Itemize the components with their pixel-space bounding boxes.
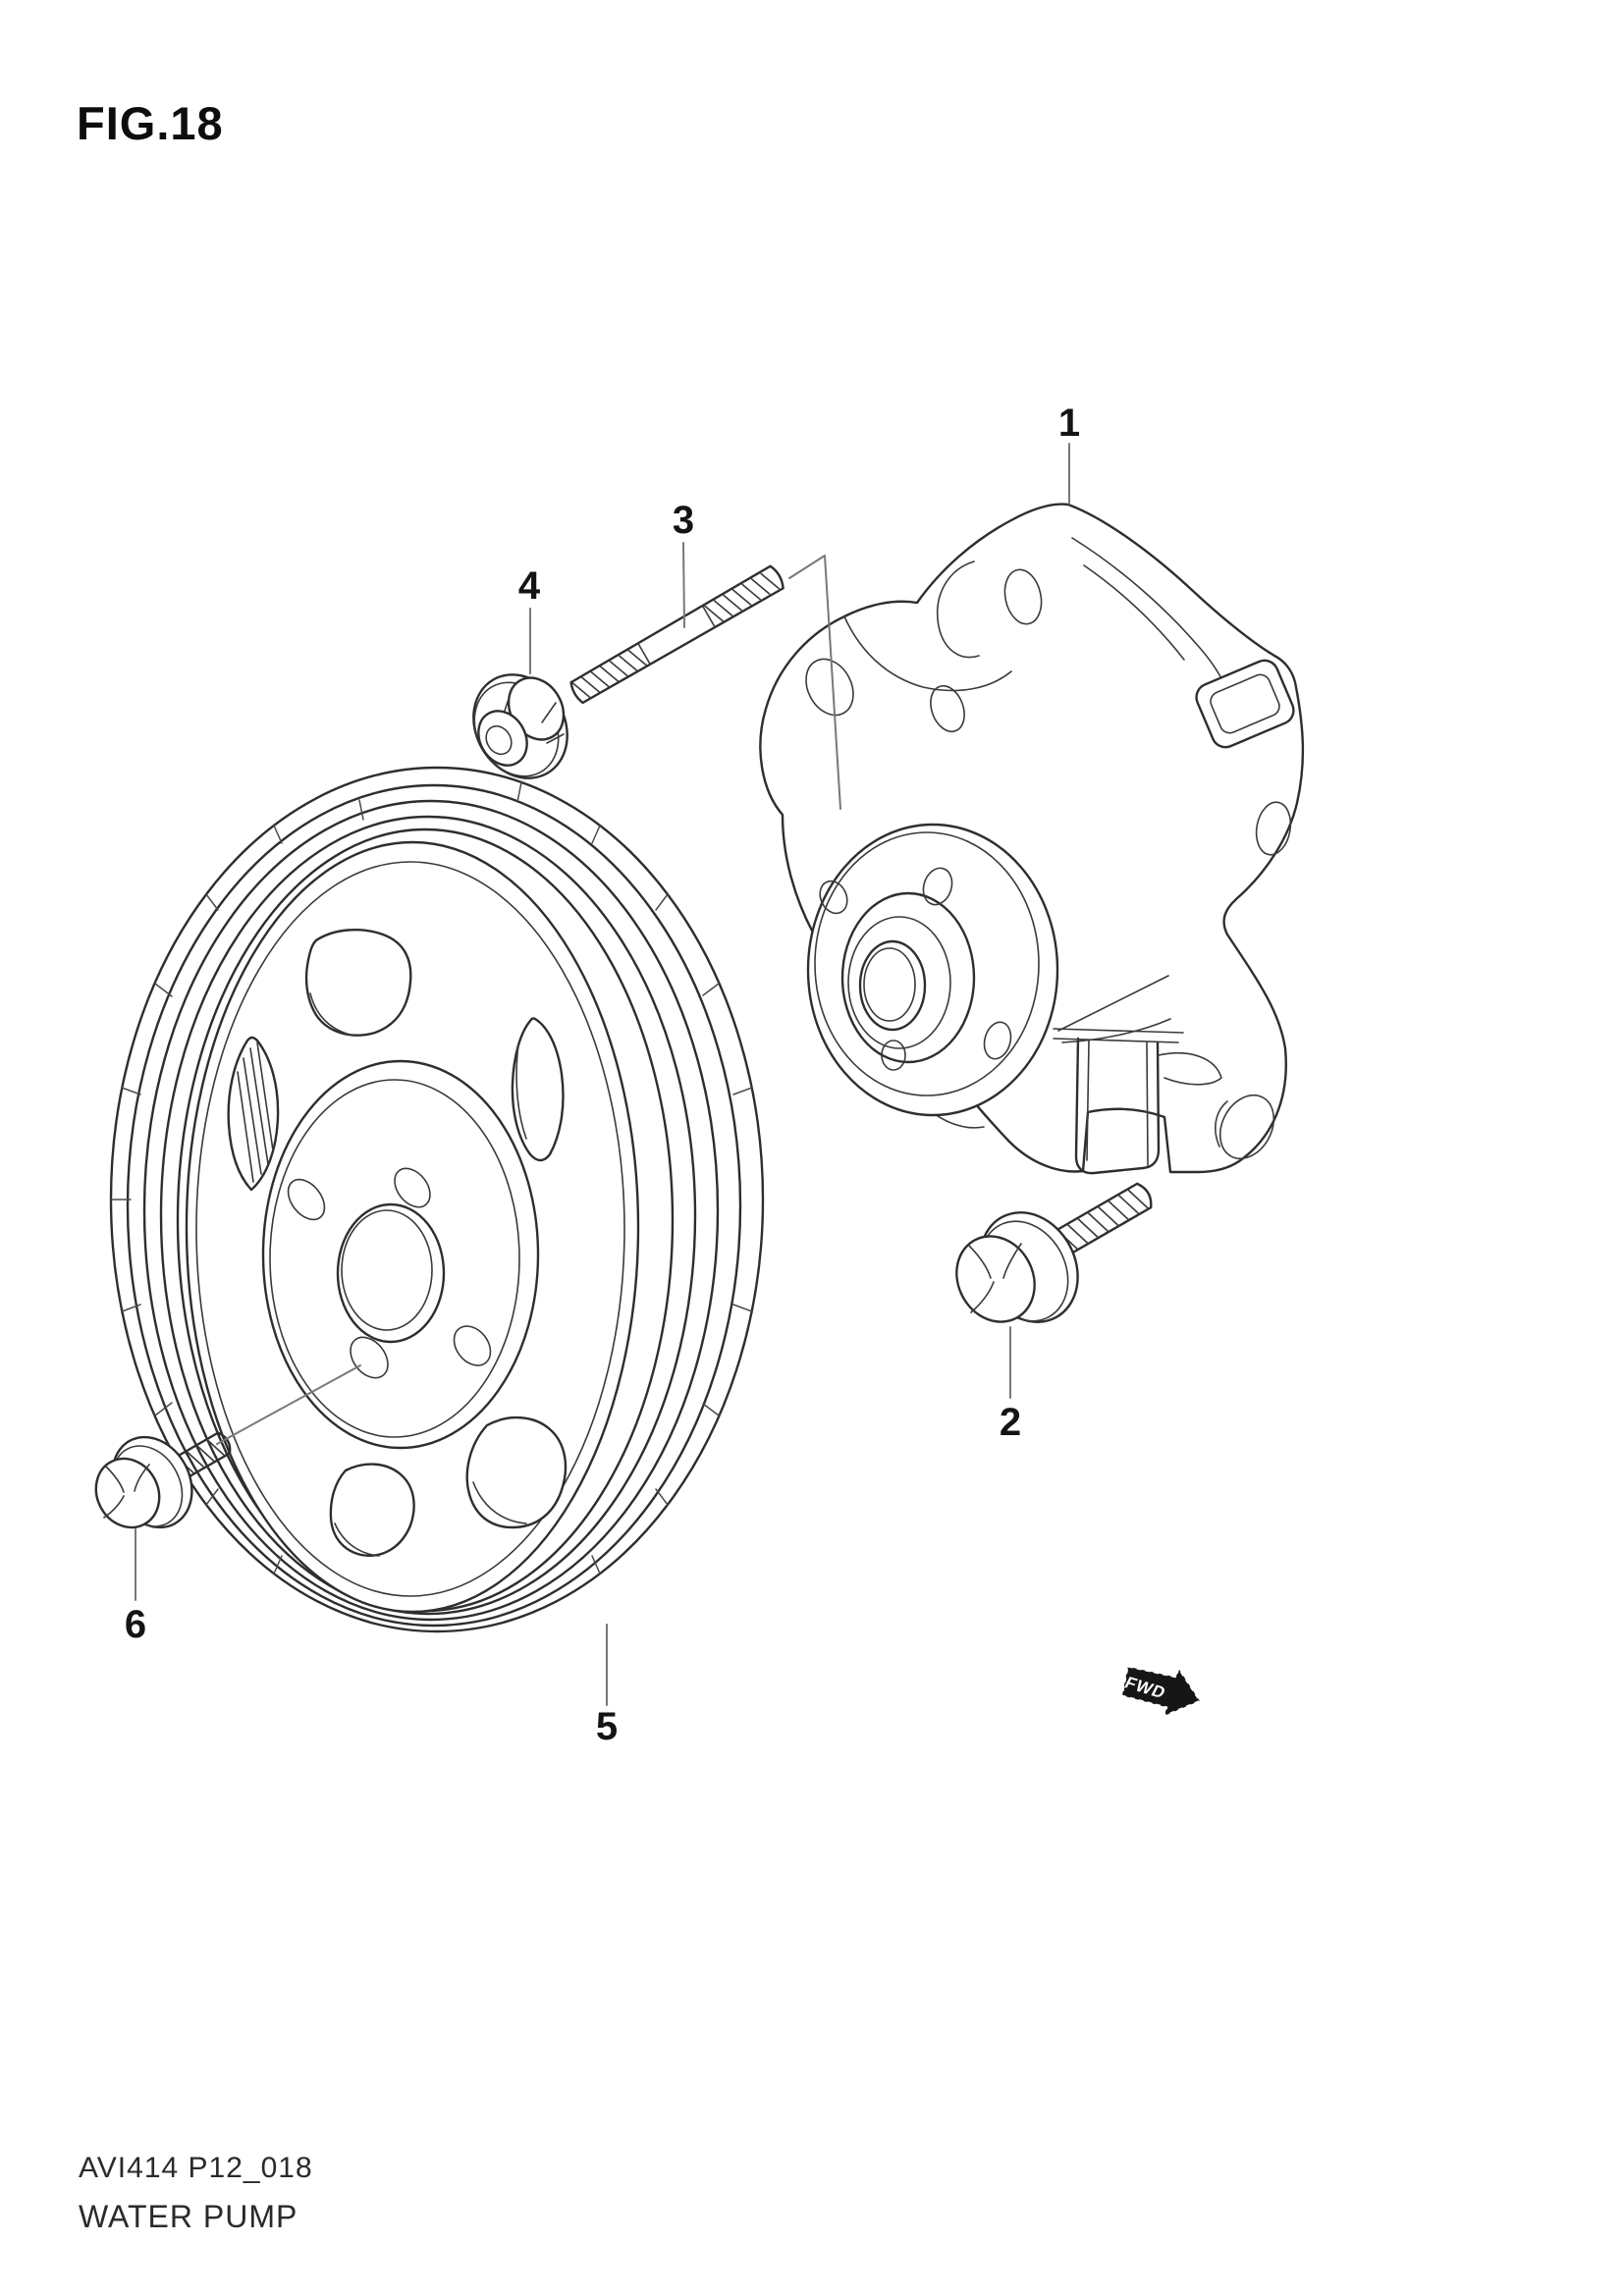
pulley-hub: [261, 1059, 540, 1450]
pump-ear-hole-right: [1255, 801, 1292, 856]
bolt-head-facets: [103, 1464, 150, 1519]
stud-bolt: [569, 564, 784, 705]
pump-casting-outline: [759, 503, 1305, 1174]
pump-boss-pad-inner: [1210, 673, 1280, 734]
pulley-rim-ring: [159, 815, 697, 1616]
pump-ear-edge-crescent: [937, 561, 980, 659]
callout-5: 5: [596, 1705, 618, 1748]
pulley-slot-lower-right: [465, 1415, 568, 1529]
pulley-slot-top: [304, 929, 412, 1037]
pulley-slot-left: [227, 1036, 280, 1192]
callout-2: 2: [1000, 1401, 1021, 1444]
pulley-rim-ring: [142, 799, 720, 1622]
stud-shank-steps: [637, 605, 716, 666]
drawing-code: AVI414 P12_018: [79, 2152, 313, 2184]
pulley-center-hole-inner: [341, 1209, 433, 1331]
pulley-groove-texture: [110, 781, 753, 1575]
fwd-arrow-shape: [1120, 1665, 1202, 1718]
pump-ear-hole-inner-left: [930, 684, 965, 733]
pump-body: [759, 503, 1305, 1175]
pulley-center-hole: [336, 1202, 446, 1344]
callout-leader-3: [682, 542, 685, 628]
pump-ear-hole-top: [1003, 568, 1043, 625]
bolt-threads: [1056, 1189, 1149, 1251]
pulley-face-inner-line: [195, 861, 625, 1597]
drawing-footer: AVI414 P12_018 WATER PUMP: [79, 2152, 313, 2235]
pump-hub-face-ring: [847, 916, 951, 1049]
bolt-head-face: [94, 1457, 161, 1529]
nut-hex-facets: [504, 686, 565, 744]
pump-ear-hole-depth-line: [1215, 1100, 1228, 1148]
bolt-head-face: [955, 1235, 1036, 1323]
pump-ear-hole-left: [805, 658, 854, 717]
callout-1: 1: [1058, 401, 1080, 445]
pulley-rim-ring: [126, 783, 742, 1628]
pulley-bolt-hole: [287, 1178, 326, 1221]
pulley-hub-inner-line: [269, 1079, 520, 1438]
figure-title: FIG.18: [77, 97, 224, 149]
stud-threads-right: [704, 572, 780, 622]
fwd-arrow: FWD: [1120, 1665, 1202, 1718]
pulley-bolt-hole: [394, 1167, 431, 1208]
stud-locator-line: [788, 555, 841, 810]
callout-4: 4: [518, 564, 541, 608]
pulley-slot-bottom: [329, 1463, 415, 1557]
pump-shaft-bore-inner: [863, 947, 916, 1022]
pump-flange-hole: [983, 1021, 1012, 1060]
flange-bolt-2: [955, 1182, 1153, 1323]
pump-flange-hole: [881, 1040, 906, 1071]
flange-bolt-6: [94, 1431, 232, 1529]
pump-shaft-flange: [806, 823, 1059, 1117]
pulley-slot-right: [511, 1017, 565, 1162]
bolt-head-facets: [967, 1243, 1022, 1313]
nut-bore: [485, 724, 513, 756]
pulley-bolt-hole: [453, 1325, 492, 1366]
pump-flange-inner-line: [814, 831, 1040, 1096]
flange-nut: [472, 673, 568, 779]
callout-3: 3: [673, 499, 694, 542]
pulley: [109, 766, 765, 1633]
nut-face: [477, 710, 528, 767]
bolt6-locator-line: [216, 1364, 361, 1445]
pump-flange-hole: [922, 867, 953, 906]
pump-ear-hole-bottom-right: [1218, 1094, 1275, 1160]
drawing-title: WATER PUMP: [79, 2199, 298, 2234]
stud-threads-left: [571, 649, 647, 699]
pump-ridge-lines: [843, 537, 1237, 1043]
callout-6: 6: [125, 1603, 146, 1646]
pump-flange-hole: [819, 880, 848, 915]
